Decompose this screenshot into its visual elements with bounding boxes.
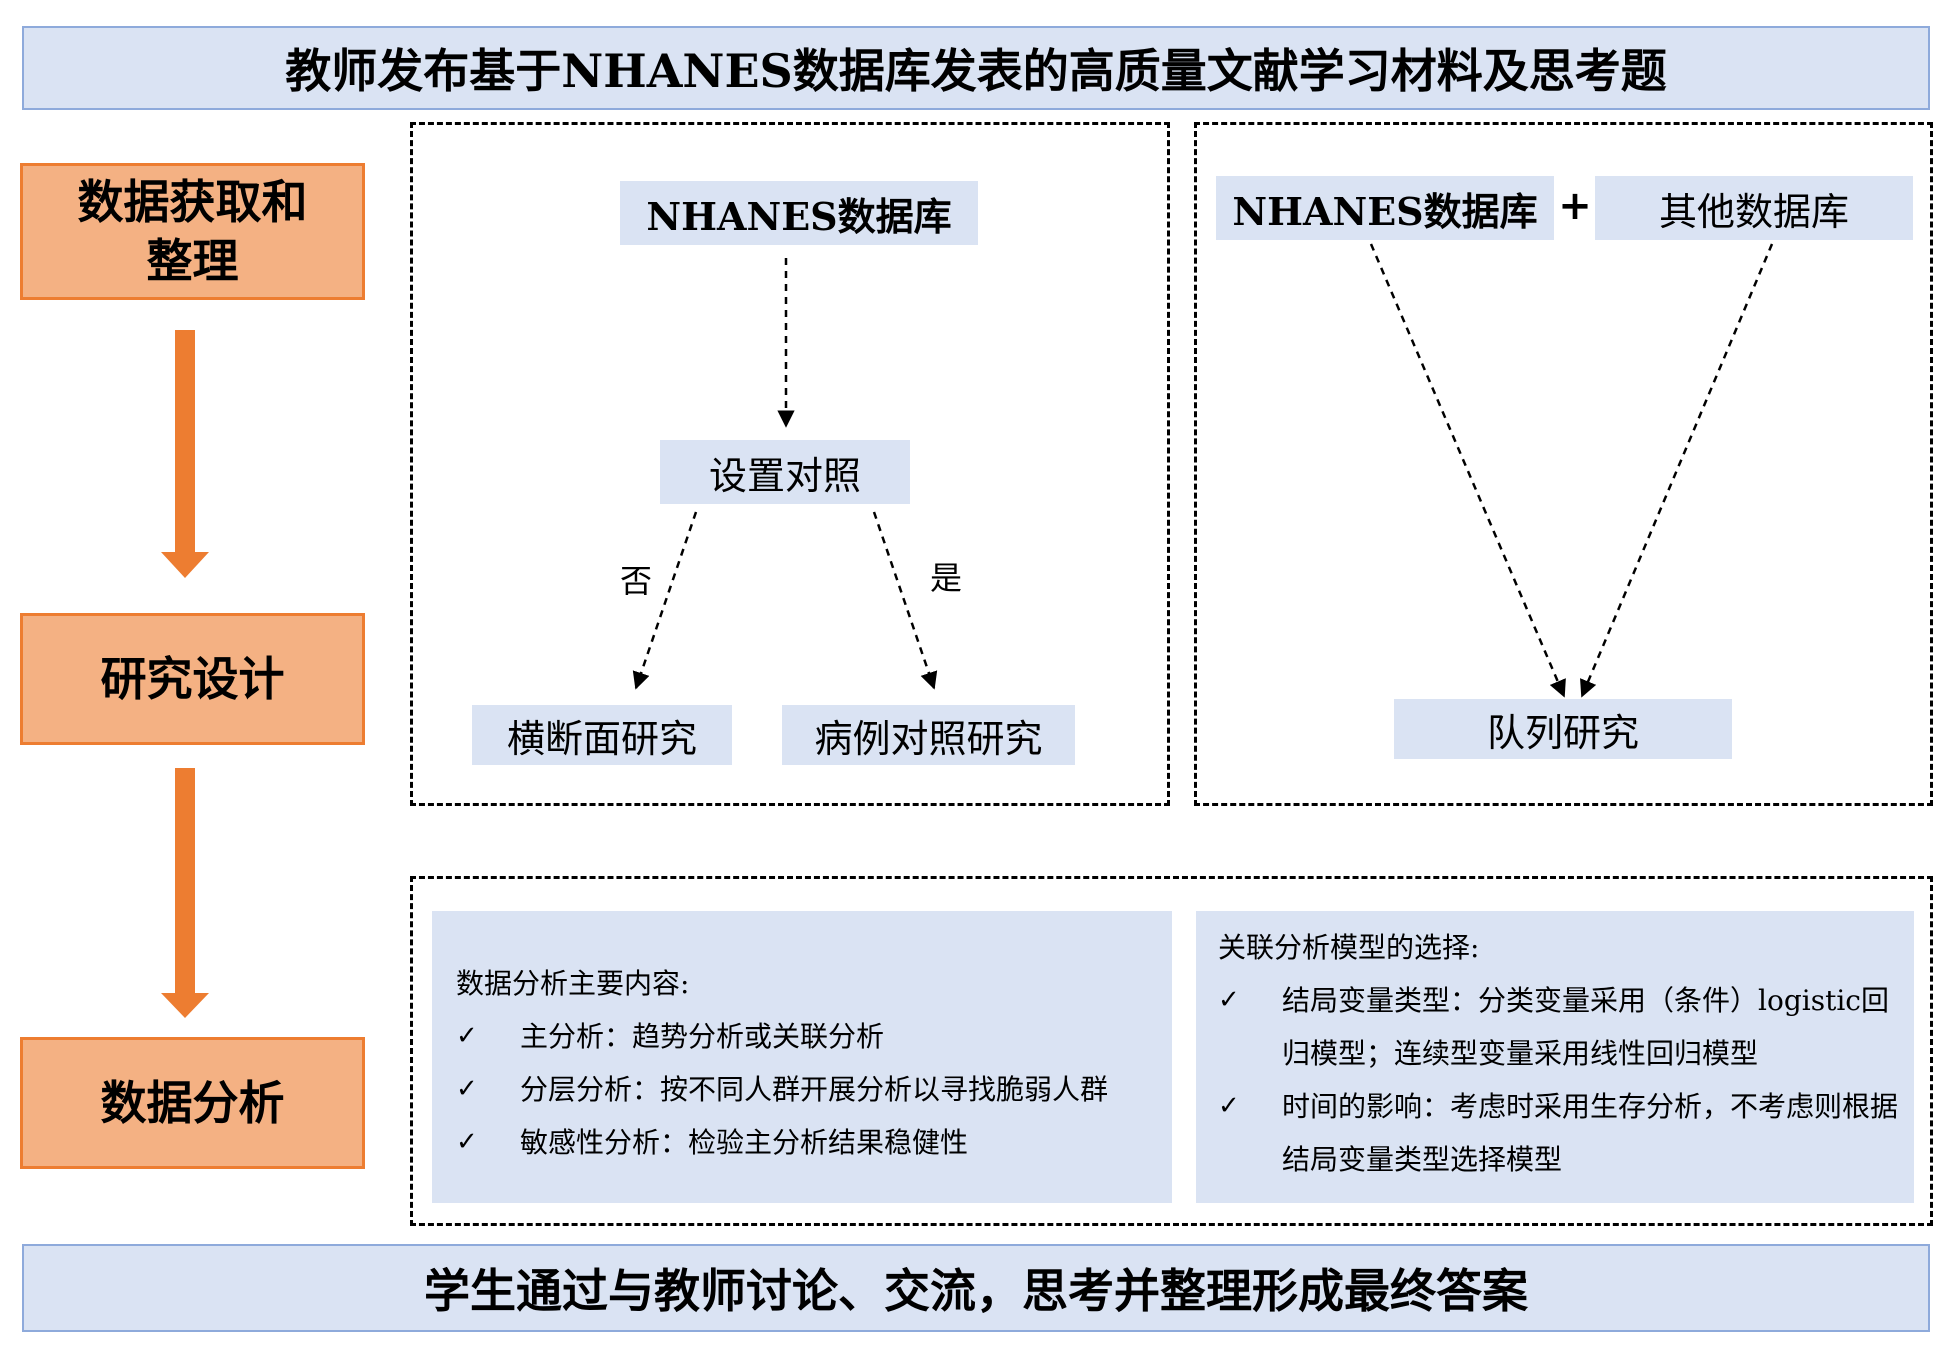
list-item: ✓ 敏感性分析：检验主分析结果稳健性	[456, 1116, 1152, 1169]
label-no: 否	[620, 562, 653, 600]
node-case-control: 病例对照研究	[782, 705, 1075, 765]
stage-study-design: 研究设计	[20, 613, 365, 745]
list-item: ✓ 结局变量类型：分类变量采用（条件）logistic回归模型；连续型变量采用线…	[1218, 974, 1900, 1080]
node-other-database: 其他数据库	[1595, 176, 1913, 240]
check-icon: ✓	[1218, 1091, 1240, 1121]
bottom-banner: 学生通过与教师讨论、交流，思考并整理形成最终答案	[22, 1244, 1930, 1332]
arrow-control-to-no	[632, 511, 698, 690]
stage-label: 研究设计	[100, 651, 285, 706]
arrow-other-to-cohort	[1580, 243, 1774, 698]
stage-data-acquisition: 数据获取和 整理	[20, 163, 365, 300]
stage-arrow-2	[161, 768, 209, 1018]
analysis-panel	[410, 876, 1933, 1226]
stage-data-analysis: 数据分析	[20, 1037, 365, 1169]
footer-text: 学生通过与教师讨论、交流，思考并整理形成最终答案	[424, 1264, 1528, 1318]
node-cohort-study: 队列研究	[1394, 699, 1732, 759]
list-item: ✓ 分层分析：按不同人群开展分析以寻找脆弱人群	[456, 1063, 1152, 1116]
label-yes: 是	[930, 559, 963, 597]
node-cross-sectional: 横断面研究	[472, 705, 732, 765]
stage-label: 数据分析	[100, 1075, 285, 1130]
design-panel-left	[410, 122, 1170, 806]
model-title: 关联分析模型的选择:	[1218, 931, 1480, 964]
node-nhanes-database-right: NHANES数据库	[1216, 176, 1554, 240]
analysis-content-box: 数据分析主要内容: ✓ 主分析：趋势分析或关联分析 ✓ 分层分析：按不同人群开展…	[432, 911, 1172, 1203]
arrow-nhanes-to-cohort	[1369, 243, 1566, 698]
list-item: ✓ 时间的影响：考虑时采用生存分析，不考虑则根据结局变量类型选择模型	[1218, 1080, 1900, 1186]
list-item: ✓ 主分析：趋势分析或关联分析	[456, 1010, 1152, 1063]
model-selection-box: 关联分析模型的选择: ✓ 结局变量类型：分类变量采用（条件）logistic回归…	[1196, 911, 1914, 1203]
check-icon: ✓	[1218, 985, 1240, 1015]
top-banner: 教师发布基于NHANES数据库发表的高质量文献学习材料及思考题	[22, 26, 1930, 110]
arrow-control-to-yes	[872, 511, 938, 690]
plus-sign: +	[1558, 183, 1592, 229]
check-icon: ✓	[456, 1021, 478, 1051]
analysis-title: 数据分析主要内容:	[456, 967, 690, 1000]
check-icon: ✓	[456, 1127, 478, 1157]
design-panel-right	[1194, 122, 1933, 806]
node-set-control: 设置对照	[660, 440, 910, 504]
header-title: 教师发布基于NHANES数据库发表的高质量文献学习材料及思考题	[285, 44, 1667, 98]
check-icon: ✓	[456, 1074, 478, 1104]
stage-label: 数据获取和 整理	[77, 174, 308, 288]
stage-arrow-1	[161, 330, 209, 578]
node-nhanes-database: NHANES数据库	[620, 181, 978, 245]
